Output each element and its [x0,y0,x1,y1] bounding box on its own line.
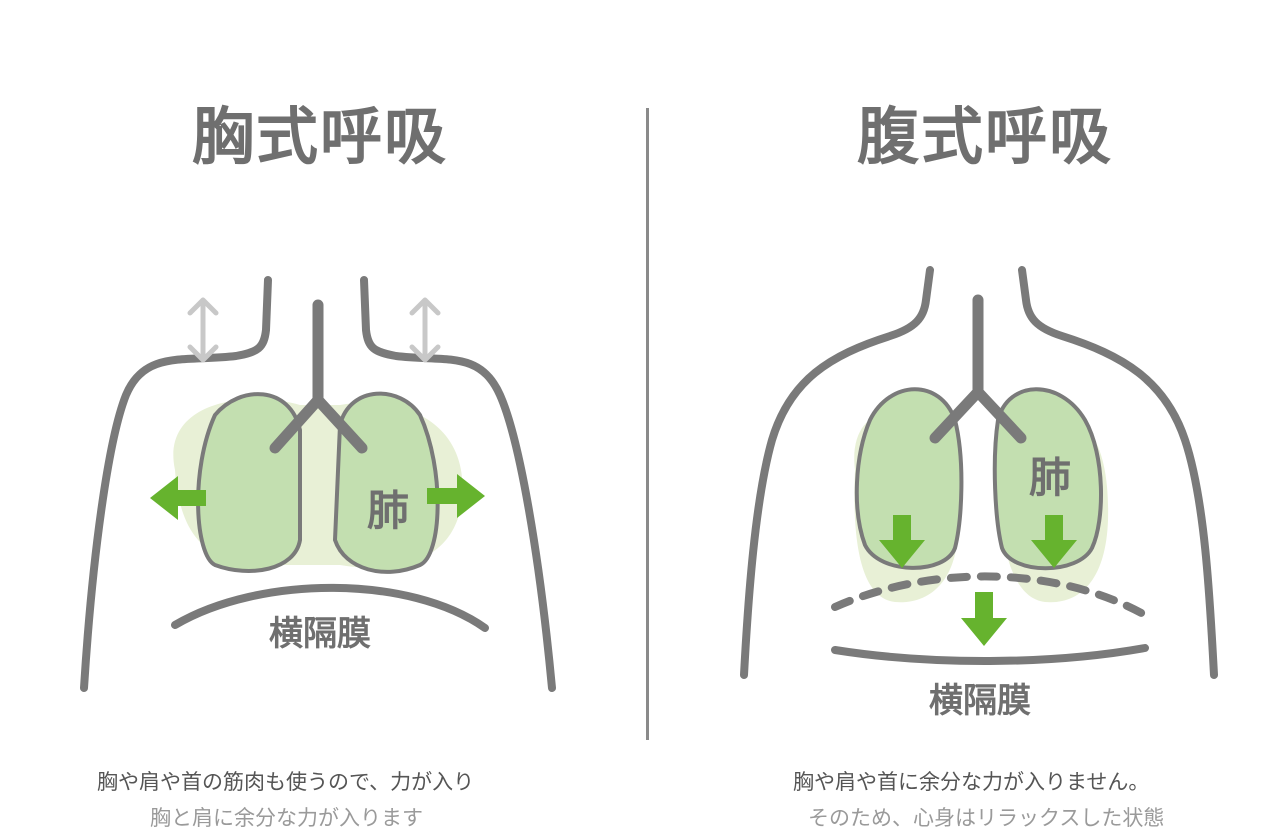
breathing-diagram: 肺 横隔膜 肺 横隔膜 [80,266,1218,721]
left-diaphragm-label: 横隔膜 [269,614,371,654]
title-chest-breathing: 胸式呼吸 [191,100,448,173]
right-trachea [929,294,1027,444]
arrow-down-icon [1031,515,1077,568]
left-body-outline-right [360,276,556,692]
left-caption-line1: 胸や肩や首の筋肉も使うので、力が入り [97,770,475,794]
arrow-left-icon [150,476,206,520]
left-lung-label: 肺 [367,486,409,535]
right-caption-line2: そのため、心身はリラックスした状態 [808,806,1165,830]
right-caption-line1: 胸や肩や首に余分な力が入りません。 [793,770,1150,794]
left-diaphragm [171,583,489,632]
arrow-down-icon [961,592,1007,646]
right-diaphragm [831,644,1149,665]
right-lung-label: 肺 [1029,453,1071,502]
right-figure: 肺 横隔膜 [740,266,1218,721]
arrow-right-icon [427,474,485,518]
left-lung-right [332,391,440,574]
left-caption-line2: 胸と肩に余分な力が入ります [150,806,423,830]
right-body-outline-right [1018,266,1218,679]
left-lung-left [196,392,302,573]
left-figure: 肺 横隔膜 [80,276,556,692]
arrow-down-icon [879,515,925,568]
center-divider [646,108,649,740]
title-abdominal-breathing: 腹式呼吸 [856,100,1113,173]
double-arrow-vertical-icon [187,297,219,363]
right-body-outline [740,266,934,679]
right-diaphragm-previous [831,572,1149,619]
left-trachea [269,299,368,454]
left-body-outline [80,276,272,692]
right-diaphragm-label: 横隔膜 [929,681,1031,721]
double-arrow-vertical-icon [409,297,441,363]
